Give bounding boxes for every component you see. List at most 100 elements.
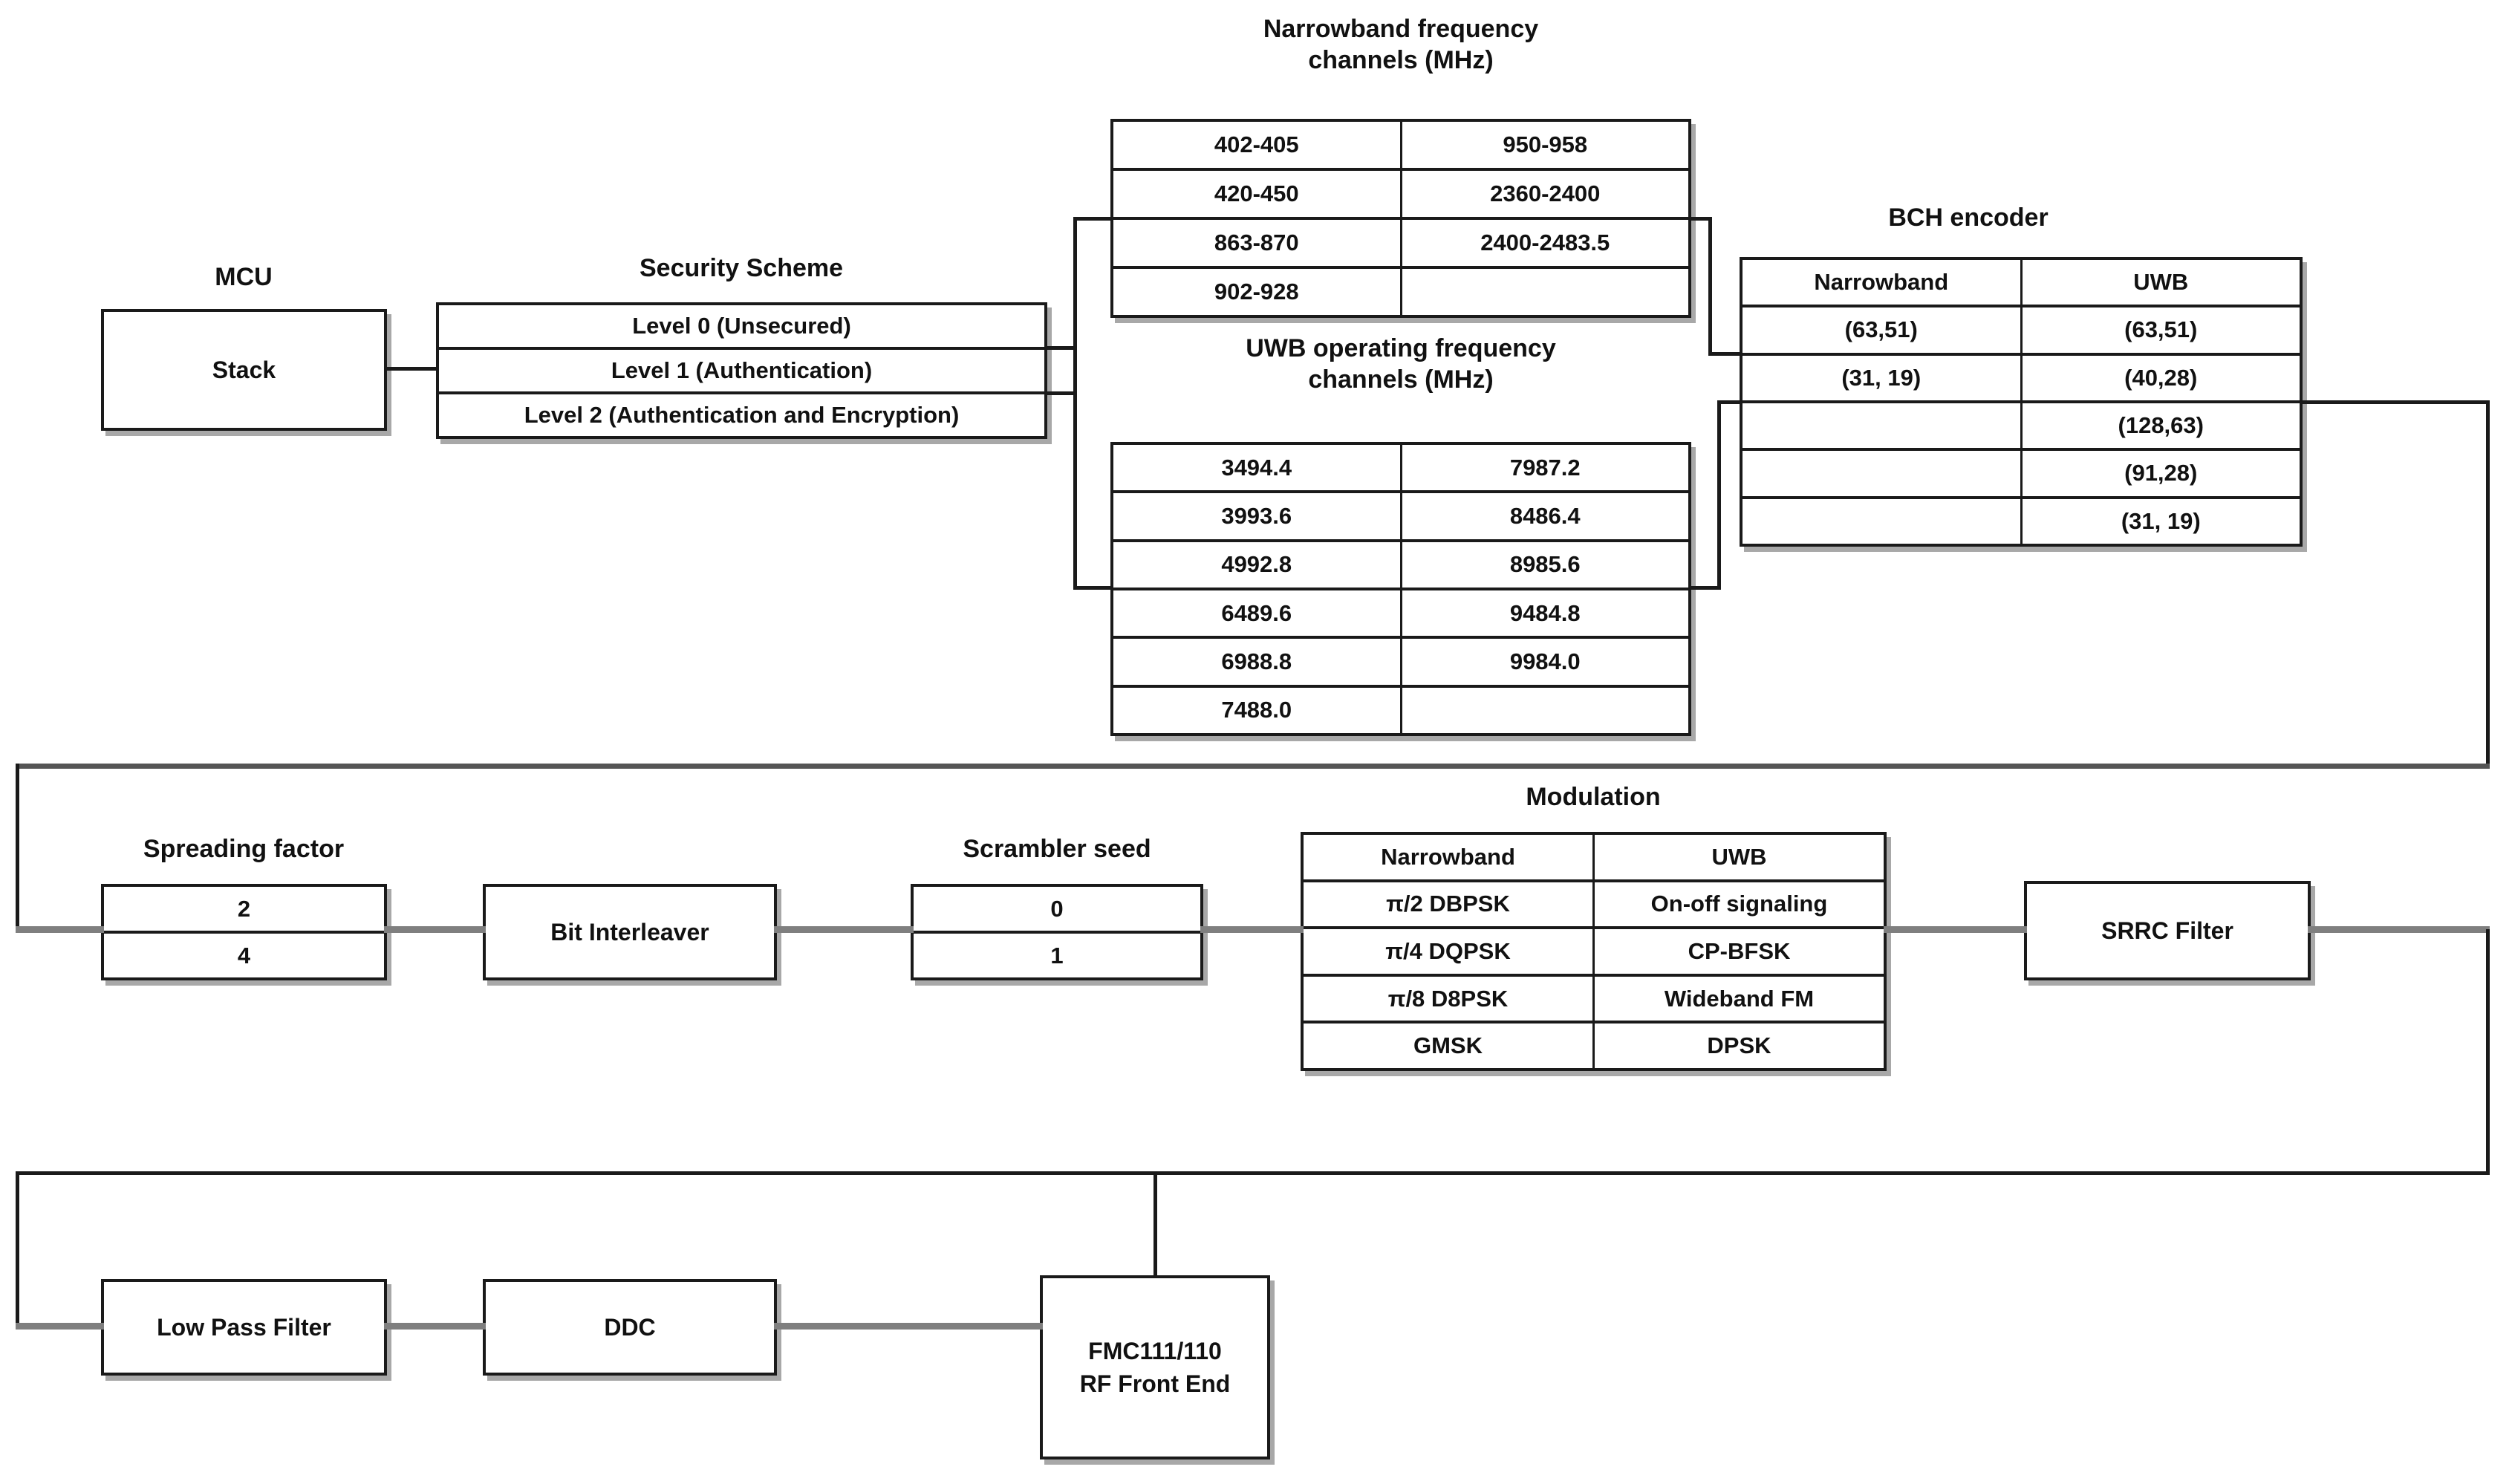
table-cell: Level 1 (Authentication) bbox=[611, 357, 873, 383]
connector-line bbox=[1075, 586, 1110, 590]
fmc-label-line1: FMC111/110 bbox=[1088, 1338, 1222, 1364]
table-row: 0 bbox=[914, 887, 1200, 931]
table-cell bbox=[1743, 499, 2020, 544]
srrc-filter-box: SRRC Filter bbox=[2024, 881, 2311, 980]
connector-line bbox=[2486, 400, 2490, 769]
connector-line bbox=[387, 367, 436, 371]
table-cell: 402-405 bbox=[1214, 131, 1299, 157]
table-cell: 3494.4 bbox=[1221, 454, 1292, 481]
table-cell: 902-928 bbox=[1214, 279, 1299, 305]
fmc-rf-front-end-box: FMC111/110 RF Front End bbox=[1040, 1275, 1270, 1459]
scrambler-seed-title: Scrambler seed bbox=[963, 835, 1151, 863]
narrowband-table-title: Narrowband frequency channels (MHz) bbox=[1263, 13, 1538, 76]
table-cell: 1 bbox=[1050, 942, 1064, 969]
table-cell: 8985.6 bbox=[1399, 541, 1689, 588]
table-cell: Level 0 (Unsecured) bbox=[632, 313, 851, 339]
table-cell: 9484.8 bbox=[1399, 590, 1689, 637]
connector-line bbox=[2303, 400, 2490, 404]
bit-interleaver-box: Bit Interleaver bbox=[483, 884, 777, 980]
bch-encoder-title: BCH encoder bbox=[1888, 204, 2049, 232]
connector-line bbox=[1708, 217, 1712, 356]
connector-line bbox=[1691, 586, 1721, 590]
table-cell: On-off signaling bbox=[1592, 882, 1884, 927]
mcu-title: MCU bbox=[215, 263, 273, 291]
table-cell: (63,51) bbox=[2020, 307, 2300, 353]
table-cell: 6489.6 bbox=[1221, 599, 1292, 626]
table-row: 4 bbox=[104, 931, 384, 977]
table-row: 3993.6 8486.4 bbox=[1113, 490, 1689, 539]
connector-line bbox=[384, 926, 486, 933]
table-cell: 8486.4 bbox=[1399, 493, 1689, 539]
table-cell: (128,63) bbox=[2020, 403, 2300, 449]
connector-line bbox=[1884, 926, 2027, 933]
low-pass-filter-box: Low Pass Filter bbox=[101, 1279, 387, 1376]
table-row: GMSK DPSK bbox=[1304, 1021, 1884, 1068]
table-cell: Narrowband bbox=[1814, 269, 1949, 296]
table-cell: 9984.0 bbox=[1399, 639, 1689, 685]
connector-line bbox=[16, 764, 19, 933]
table-cell: 3993.6 bbox=[1221, 502, 1292, 529]
connector-line bbox=[16, 926, 104, 933]
connector-line bbox=[2308, 926, 2490, 933]
uwb-title-line1: UWB operating frequency bbox=[1246, 334, 1556, 362]
table-row: 1 bbox=[914, 931, 1200, 977]
connector-line bbox=[1708, 352, 1740, 356]
connector-line bbox=[1047, 346, 1076, 350]
table-cell: Wideband FM bbox=[1592, 976, 1884, 1021]
connector-line bbox=[774, 926, 914, 933]
ddc-label: DDC bbox=[604, 1314, 656, 1341]
security-scheme-title: Security Scheme bbox=[639, 254, 844, 282]
table-row: 863-870 2400-2483.5 bbox=[1113, 217, 1688, 266]
connector-line bbox=[2486, 929, 2490, 1174]
table-cell bbox=[1743, 451, 2020, 495]
table-cell: π/4 DQPSK bbox=[1385, 937, 1511, 964]
stack-box-label: Stack bbox=[212, 357, 276, 383]
connector-line bbox=[1073, 217, 1077, 590]
table-row: 402-405 950-958 bbox=[1113, 122, 1688, 168]
table-row: Level 2 (Authentication and Encryption) bbox=[439, 391, 1044, 436]
connector-line bbox=[1717, 400, 1721, 590]
table-cell: (31, 19) bbox=[2020, 498, 2300, 544]
table-cell: 2 bbox=[237, 895, 251, 922]
connector-line bbox=[1153, 1171, 1157, 1278]
table-cell: GMSK bbox=[1413, 1032, 1483, 1059]
uwb-table-title: UWB operating frequency channels (MHz) bbox=[1246, 333, 1555, 395]
security-scheme-table: Level 0 (Unsecured) Level 1 (Authenticati… bbox=[436, 302, 1047, 439]
table-cell: 7488.0 bbox=[1221, 697, 1292, 723]
table-cell: 7987.2 bbox=[1399, 445, 1689, 491]
connector-line bbox=[16, 1323, 104, 1330]
modulation-title: Modulation bbox=[1526, 783, 1661, 811]
spreading-factor-title: Spreading factor bbox=[143, 835, 345, 863]
narrowband-title-line2: channels (MHz) bbox=[1308, 46, 1494, 74]
table-cell: 863-870 bbox=[1214, 230, 1299, 256]
ddc-box: DDC bbox=[483, 1279, 777, 1376]
table-cell: DPSK bbox=[1592, 1023, 1884, 1068]
table-cell: π/8 D8PSK bbox=[1387, 985, 1509, 1012]
table-row: π/8 D8PSK Wideband FM bbox=[1304, 973, 1884, 1021]
table-cell: UWB bbox=[1592, 835, 1884, 879]
table-row: Level 1 (Authentication) bbox=[439, 347, 1044, 391]
table-row: 6988.8 9984.0 bbox=[1113, 636, 1689, 685]
table-cell: 0 bbox=[1050, 895, 1064, 922]
table-row: (91,28) bbox=[1743, 448, 2300, 496]
table-cell: 950-958 bbox=[1399, 122, 1689, 168]
low-pass-filter-label: Low Pass Filter bbox=[157, 1314, 331, 1341]
connector-line bbox=[1200, 926, 1304, 933]
table-cell: CP-BFSK bbox=[1592, 929, 1884, 974]
stack-box: Stack bbox=[101, 309, 387, 431]
table-cell: 2400-2483.5 bbox=[1399, 220, 1689, 266]
connector-line bbox=[1075, 217, 1110, 221]
table-row: (31, 19)(40,28) bbox=[1743, 352, 2300, 400]
table-row: (128,63) bbox=[1743, 400, 2300, 449]
fmc-label-line2: RF Front End bbox=[1079, 1370, 1231, 1397]
table-cell: 6988.8 bbox=[1221, 648, 1292, 674]
connector-line bbox=[384, 1323, 486, 1330]
